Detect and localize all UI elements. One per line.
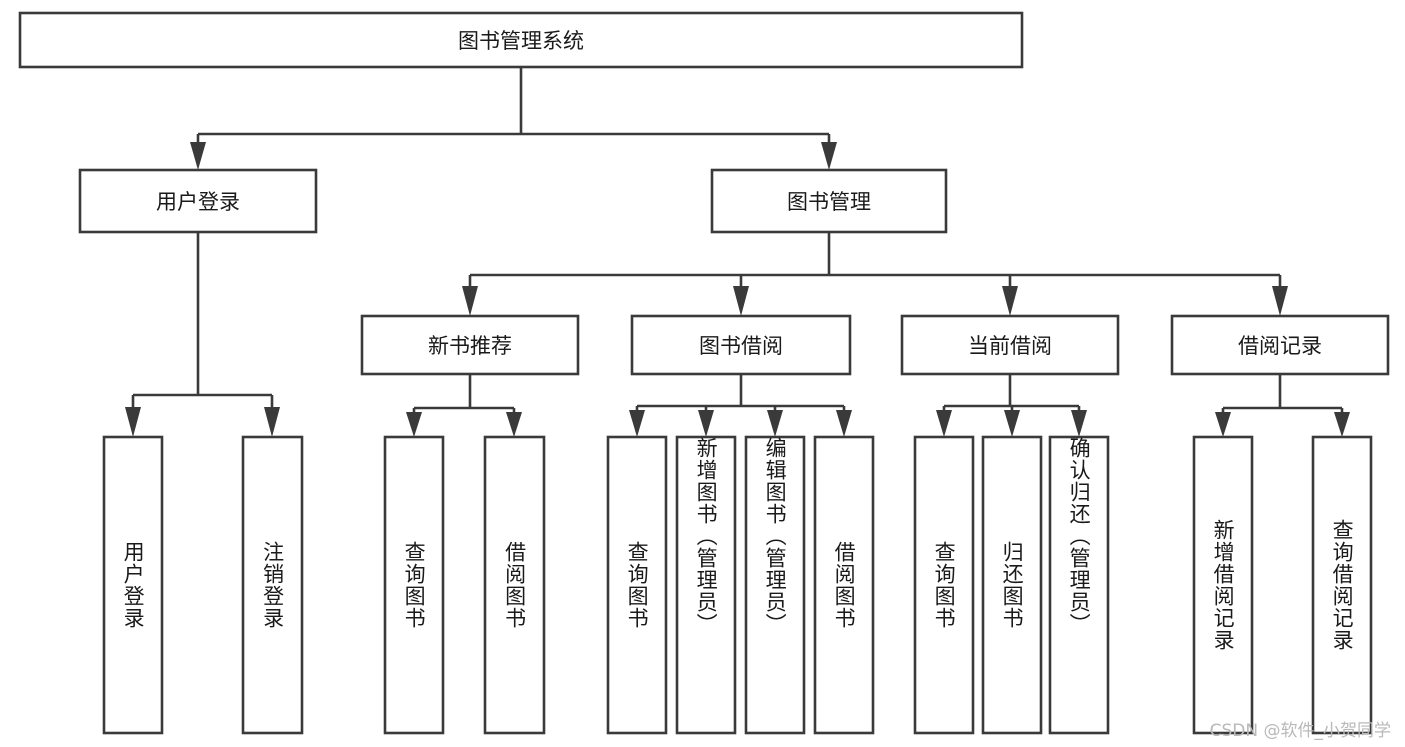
connector-group-current-borrow bbox=[936, 374, 1087, 437]
node-book-borrow-label: 图书借阅 bbox=[699, 334, 783, 358]
arrow-bm-to-borrow-record bbox=[1272, 286, 1288, 316]
node-current-borrow-label: 当前借阅 bbox=[968, 334, 1052, 358]
connector-group-new-book bbox=[406, 374, 522, 437]
node-book-borrow[interactable]: 图书借阅 bbox=[630, 314, 852, 376]
node-book-manage-label: 图书管理 bbox=[787, 190, 871, 214]
arrow-cb-to-leaf-3 bbox=[1071, 410, 1087, 437]
leaf-add-book-box[interactable] bbox=[675, 435, 737, 735]
node-current-borrow[interactable]: 当前借阅 bbox=[900, 314, 1120, 376]
connector-group-borrow-record bbox=[1215, 374, 1350, 437]
connector-group-user-login bbox=[125, 232, 280, 437]
leaf-user-login-box[interactable] bbox=[102, 435, 164, 735]
arrow-ul-to-leaf-2 bbox=[264, 407, 280, 437]
leaf-confirm-return-box[interactable] bbox=[1048, 435, 1110, 735]
connector-group-root bbox=[190, 67, 837, 170]
node-new-book-recommend[interactable]: 新书推荐 bbox=[360, 314, 580, 376]
csdn-watermark: CSDN @软件_小贺同学 bbox=[1209, 721, 1391, 741]
arrow-bb-to-leaf-4 bbox=[836, 410, 852, 437]
leaf-query-record-box[interactable] bbox=[1311, 435, 1373, 735]
arrow-ul-to-leaf-1 bbox=[125, 407, 141, 437]
arrow-bb-to-leaf-1 bbox=[629, 410, 645, 437]
leaf-borrow-book-2-box[interactable] bbox=[813, 435, 875, 735]
leaf-boxes bbox=[102, 435, 1373, 735]
leaf-query-book-3-box[interactable] bbox=[913, 435, 975, 735]
arrow-root-to-book-manage bbox=[821, 142, 837, 170]
node-user-login[interactable]: 用户登录 bbox=[78, 168, 318, 234]
arrow-bb-to-leaf-2 bbox=[698, 410, 714, 437]
leaf-return-book-box[interactable] bbox=[981, 435, 1043, 735]
node-book-borrow-box[interactable] bbox=[630, 314, 852, 376]
arrow-bm-to-current-borrow bbox=[1002, 286, 1018, 316]
leaf-borrow-book-1-box[interactable] bbox=[483, 435, 546, 735]
node-new-book-recommend-box[interactable] bbox=[360, 314, 580, 376]
arrow-cb-to-leaf-2 bbox=[1004, 410, 1020, 437]
node-borrow-record[interactable]: 借阅记录 bbox=[1170, 314, 1390, 376]
node-book-manage-box[interactable] bbox=[710, 168, 948, 234]
arrow-bm-to-book-borrow bbox=[733, 286, 749, 316]
node-root[interactable]: 图书管理系统 bbox=[18, 11, 1024, 69]
arrow-br-to-leaf-2 bbox=[1334, 412, 1350, 437]
node-user-login-box[interactable] bbox=[78, 168, 318, 234]
node-current-borrow-box[interactable] bbox=[900, 314, 1120, 376]
node-borrow-record-box[interactable] bbox=[1170, 314, 1390, 376]
connector-group-book-borrow bbox=[629, 374, 852, 437]
arrow-nb-to-leaf-2 bbox=[506, 412, 522, 437]
node-user-login-label: 用户登录 bbox=[156, 190, 240, 214]
node-book-manage[interactable]: 图书管理 bbox=[710, 168, 948, 234]
arrow-root-to-user-login bbox=[190, 142, 206, 170]
leaf-query-book-2-box[interactable] bbox=[606, 435, 668, 735]
node-new-book-recommend-label: 新书推荐 bbox=[428, 334, 512, 358]
leaf-add-record-box[interactable] bbox=[1192, 435, 1254, 735]
leaf-edit-book-box[interactable] bbox=[744, 435, 806, 735]
node-root-label: 图书管理系统 bbox=[458, 29, 584, 53]
arrow-bm-to-new-book bbox=[462, 286, 478, 316]
arrow-cb-to-leaf-1 bbox=[936, 410, 952, 437]
node-borrow-record-label: 借阅记录 bbox=[1238, 334, 1322, 358]
arrow-bb-to-leaf-3 bbox=[767, 410, 783, 437]
leaf-query-book-1-box[interactable] bbox=[383, 435, 445, 735]
leaf-logout-login-box[interactable] bbox=[241, 435, 304, 735]
node-root-box[interactable] bbox=[18, 11, 1024, 69]
arrow-br-to-leaf-1 bbox=[1215, 412, 1231, 437]
arrow-nb-to-leaf-1 bbox=[406, 412, 422, 437]
connector-group-book-manage bbox=[462, 232, 1288, 316]
